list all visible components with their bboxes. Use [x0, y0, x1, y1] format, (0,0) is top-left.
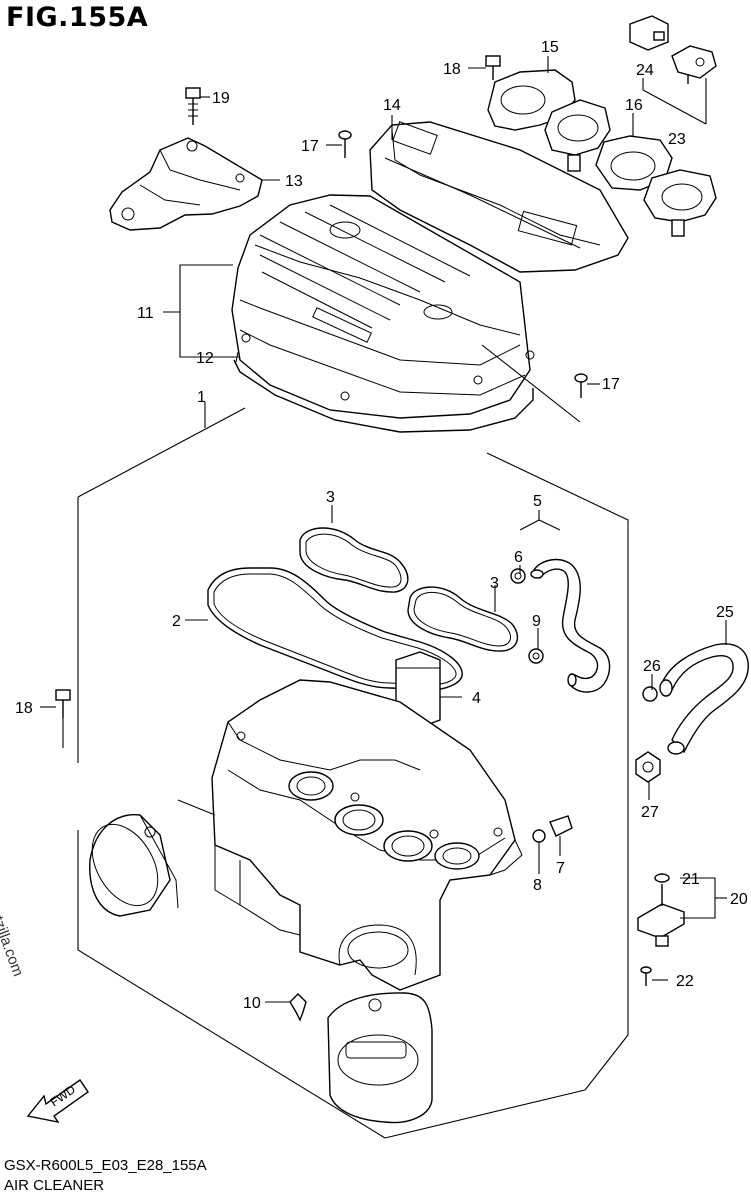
callout-15: 15 [541, 39, 559, 56]
fwd-arrow-icon: FWD [26, 1079, 89, 1124]
gasket-part-3-left[interactable] [299, 527, 409, 593]
clamp-part-8[interactable] [532, 829, 546, 843]
figure-code: GSX-R600L5_E03_E28_155A [4, 1157, 207, 1174]
figure-name: AIR CLEANER [4, 1177, 105, 1194]
callout-13: 13 [285, 173, 303, 190]
callout-23: 23 [668, 131, 686, 148]
callout-5: 5 [533, 493, 542, 510]
callout-18b: 18 [15, 700, 33, 717]
callout-3: 3 [326, 489, 335, 506]
air-cleaner-cap-part-11[interactable] [231, 194, 535, 419]
callout-8: 8 [533, 877, 542, 894]
callout-11: 11 [137, 305, 154, 322]
callout-24: 24 [636, 62, 654, 79]
callout-17: 17 [301, 138, 319, 155]
callout-10: 10 [243, 995, 261, 1012]
sensor-part-23[interactable] [671, 45, 717, 84]
clamp-part-27[interactable] [635, 751, 661, 783]
assembly-outline-frame [77, 407, 629, 1139]
clamp-part-9[interactable] [528, 648, 544, 664]
leader-lines [40, 56, 727, 1003]
bolt-part-19[interactable] [185, 87, 201, 125]
callout-14: 14 [383, 97, 401, 114]
gasket-part-3-right[interactable] [407, 586, 519, 652]
callout-25: 25 [716, 604, 734, 621]
callout-1: 1 [197, 389, 206, 406]
sensor-part-20[interactable] [637, 884, 685, 947]
callout-27: 27 [641, 804, 659, 821]
hose-part-25[interactable] [659, 643, 749, 755]
hose-part-5[interactable] [530, 558, 611, 693]
bracket-part-13[interactable] [109, 137, 263, 231]
funnel-part-15[interactable] [487, 69, 611, 172]
callout-16: 16 [625, 97, 643, 114]
callout-20: 20 [730, 891, 748, 908]
connector-part-24[interactable] [629, 15, 669, 51]
screw-part-22[interactable] [640, 966, 652, 986]
callout-6: 6 [514, 549, 523, 566]
vent-cover-part-14[interactable] [369, 121, 629, 273]
gasket-part-2[interactable] [207, 567, 463, 691]
snorkel-duct[interactable] [327, 992, 433, 1124]
air-cleaner-case[interactable] [211, 679, 523, 991]
figure-title: FIG.155A [6, 2, 149, 33]
callout-9: 9 [532, 613, 541, 630]
clamp-part-6[interactable] [510, 568, 526, 584]
intake-duct[interactable] [79, 799, 216, 917]
callout-3b: 3 [490, 575, 499, 592]
callout-labels: 1 2 3 3 4 5 6 7 8 9 10 11 12 13 14 15 16… [15, 39, 748, 1012]
screw-part-17-right[interactable] [574, 373, 588, 398]
callout-2: 2 [172, 613, 181, 630]
callout-12: 12 [196, 350, 214, 367]
clamp-part-26[interactable] [642, 686, 658, 702]
callout-7: 7 [556, 860, 565, 877]
clip-part-10[interactable] [289, 993, 307, 1022]
callout-22: 22 [676, 973, 694, 990]
callout-4: 4 [472, 690, 481, 707]
callout-19: 19 [212, 90, 230, 107]
bolt-part-18-left[interactable] [55, 689, 71, 718]
screw-part-17-left[interactable] [338, 130, 352, 158]
callout-26: 26 [643, 658, 661, 675]
funnel-part-16[interactable] [595, 135, 717, 237]
callout-17b: 17 [602, 376, 620, 393]
o-ring-part-21[interactable] [654, 873, 670, 883]
drain-plug-part-7[interactable] [549, 815, 573, 837]
callout-21: 21 [682, 871, 700, 888]
bolt-part-18-top[interactable] [485, 55, 501, 80]
callout-18: 18 [443, 61, 461, 78]
